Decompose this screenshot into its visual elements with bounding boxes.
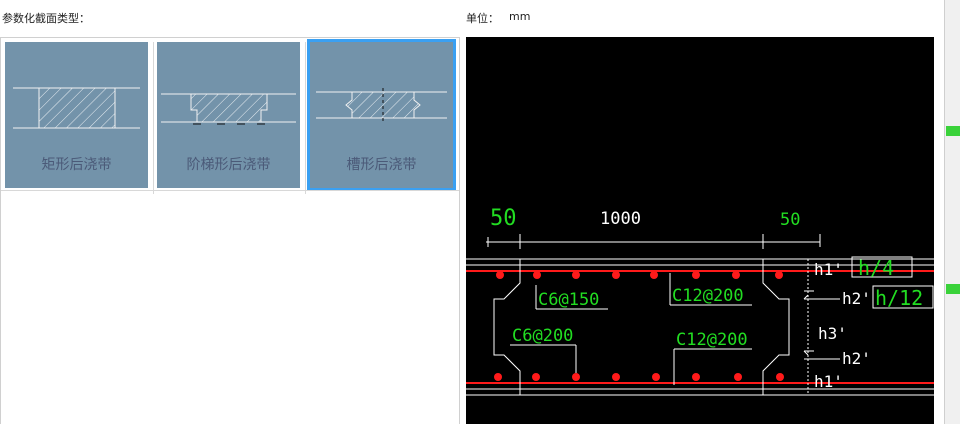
card-divider: [153, 42, 154, 194]
dim-top-left: 50: [490, 206, 517, 231]
section-preview-canvas: 50 1000 50 C6@150: [466, 37, 934, 424]
panel-divider: [1, 190, 459, 191]
dim-h2-bottom: h2': [842, 349, 871, 368]
side-indicator-bottom: [946, 284, 960, 294]
dim-top-middle: 1000: [600, 209, 641, 229]
bottom-rebar: [494, 373, 784, 381]
right-dim-ticks: [803, 290, 840, 360]
groove-section-thumbnail: [316, 88, 447, 122]
section-preview-drawing: 50 1000 50 C6@150: [466, 206, 934, 396]
section-type-stepped-label: 阶梯形后浇带: [186, 157, 271, 173]
dim-h1-bottom: h1': [814, 372, 843, 391]
section-type-stepped-card[interactable]: 阶梯形后浇带: [157, 42, 300, 188]
section-type-groove-card[interactable]: 槽形后浇带: [307, 39, 456, 191]
section-type-rect-card[interactable]: 矩形后浇带: [5, 42, 148, 188]
card-divider: [305, 42, 306, 194]
dim-h1-top: h1': [814, 260, 843, 279]
section-type-label: 参数化截面类型：: [2, 12, 90, 25]
rect-section-thumbnail: [13, 87, 140, 129]
side-scrollbar[interactable]: [944, 0, 960, 424]
side-indicator-top: [946, 126, 960, 136]
unit-value: mm: [509, 10, 531, 23]
section-type-rect-label: 矩形后浇带: [41, 157, 112, 173]
dim-top-right: 50: [780, 210, 800, 230]
rebar-label-c6-150: C6@150: [538, 290, 599, 310]
section-type-groove-label: 槽形后浇带: [346, 157, 417, 173]
top-rebar: [496, 271, 783, 279]
rebar-label-c12-200-top: C12@200: [672, 286, 744, 306]
dim-h2-top: h2': [842, 289, 871, 308]
section-type-panel: 矩形后浇带 阶梯形后浇带: [0, 37, 460, 424]
value-h-over-12: h/12: [875, 286, 923, 310]
unit-label: 单位：: [466, 12, 499, 25]
dim-h3: h3': [818, 324, 847, 343]
stepped-section-thumbnail: [161, 93, 296, 125]
rebar-label-c6-200: C6@200: [512, 326, 573, 346]
value-h-over-4: h/4: [858, 256, 894, 280]
rebar-label-c12-200-bottom: C12@200: [676, 330, 748, 350]
